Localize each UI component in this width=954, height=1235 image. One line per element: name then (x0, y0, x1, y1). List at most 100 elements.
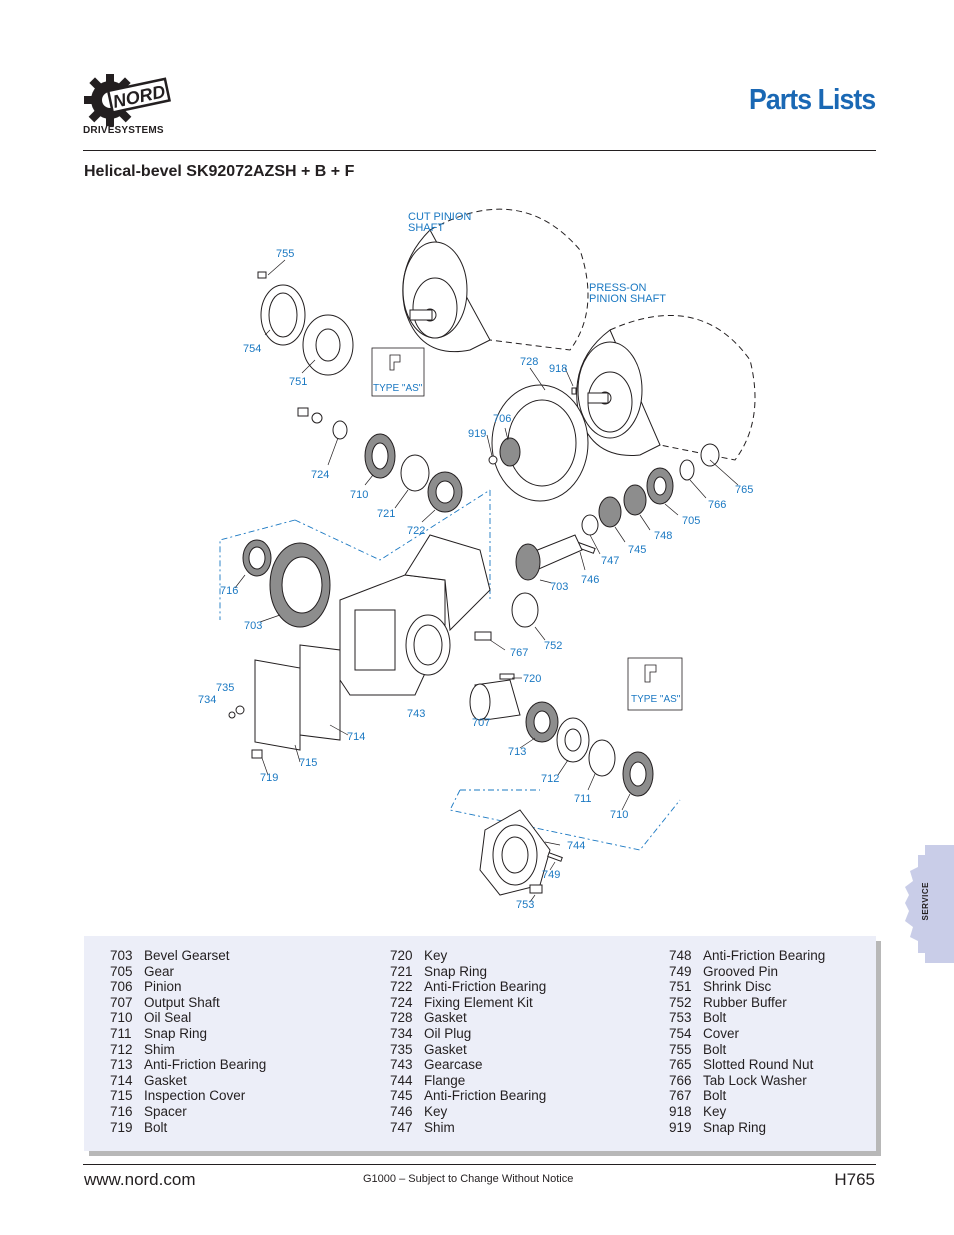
callout-728: 728 (520, 356, 538, 368)
part-number: 728 (390, 1010, 413, 1026)
pinion-706 (499, 437, 521, 467)
callout-755: 755 (276, 248, 294, 260)
callout-745: 745 (628, 544, 646, 556)
part-number: 752 (669, 994, 692, 1010)
type-as-box-2 (627, 657, 683, 711)
part-name: Output Shaft (144, 994, 220, 1010)
label-type-as-1: TYPE "AS" (373, 383, 423, 394)
part-name: Cover (703, 1025, 740, 1041)
part-name: Slotted Round Nut (703, 1057, 814, 1073)
snap-ring-721 (400, 454, 430, 492)
part-name: Pinion (144, 979, 182, 995)
footer-note: G1000 – Subject to Change Without Notice (363, 1173, 574, 1185)
part-number: 720 (390, 948, 413, 963)
exploded-parts-diagram: CUT PINION SHAFT PRESS-ON PINION SHAFT T… (198, 208, 756, 911)
callout-711: 711 (574, 793, 592, 805)
callout-722: 722 (407, 525, 425, 537)
tab-washer-766 (679, 459, 695, 481)
part-number: 716 (110, 1103, 133, 1119)
callout-748: 748 (654, 530, 672, 542)
callout-713: 713 (508, 746, 526, 758)
cover-754 (260, 284, 306, 346)
part-number: 743 (390, 1057, 413, 1073)
part-name: Fixing Element Kit (424, 994, 533, 1010)
part-name: Bolt (703, 1088, 727, 1104)
part-number: 751 (669, 979, 692, 995)
part-name: Flange (424, 1072, 466, 1088)
footer-url[interactable]: www.nord.com (84, 1170, 196, 1189)
callout-752: 752 (544, 640, 562, 652)
bolt-755 (257, 271, 267, 279)
motor-cut-pinion (402, 208, 589, 353)
part-name: Gasket (144, 1072, 187, 1088)
part-number: 749 (669, 963, 692, 979)
gear-705 (646, 467, 674, 505)
part-name: Grooved Pin (703, 963, 779, 979)
page-title: Parts Lists (748, 84, 876, 116)
part-name: Anti-Friction Bearing (144, 1057, 267, 1073)
label-press-on-2: PINION SHAFT (589, 293, 666, 305)
callout-719: 719 (260, 772, 278, 784)
part-name: Key (424, 948, 448, 963)
oil-seal-710-top (364, 433, 396, 479)
callout-706: 706 (493, 413, 511, 425)
grooved-pin-749 (547, 852, 563, 862)
bolt-753 (529, 884, 543, 894)
part-name: Snap Ring (703, 1119, 767, 1135)
callout-746: 746 (581, 574, 599, 586)
callout-707: 707 (472, 717, 490, 729)
section-subtitle: Helical-bevel SK92072AZSH + B + F (84, 163, 355, 180)
bearing-748 (623, 484, 647, 516)
part-number: 747 (390, 1119, 413, 1135)
shim-747 (581, 514, 599, 536)
part-number: 703 (110, 948, 133, 963)
callout-743: 743 (407, 708, 425, 720)
inspection-cover-715 (254, 659, 301, 751)
type-as-box-1 (371, 347, 425, 397)
part-number: 710 (110, 1010, 133, 1026)
oil-seal-710-bottom (622, 751, 654, 797)
service-tab[interactable] (905, 845, 954, 963)
part-number: 767 (669, 1088, 692, 1104)
part-number: 748 (669, 948, 692, 963)
slotted-nut-765 (700, 443, 720, 467)
parts-list-row: 747 Shim (390, 1120, 546, 1136)
part-name: Anti-Friction Bearing (424, 979, 547, 995)
bearing-713 (525, 701, 559, 743)
callout-716: 716 (220, 585, 238, 597)
callout-705: 705 (682, 515, 700, 527)
part-name: Spacer (144, 1103, 187, 1119)
gasket-735 (228, 711, 236, 719)
part-number: 721 (390, 963, 413, 979)
callout-710-bottom: 710 (610, 809, 628, 821)
part-number: 746 (390, 1103, 413, 1119)
label-cut-pinion-1: CUT PINION (408, 211, 471, 223)
part-number: 705 (110, 963, 133, 979)
gear-tab-icon (905, 845, 954, 963)
callout-703-top: 703 (550, 581, 568, 593)
parts-list-row: 716 Spacer (110, 1104, 266, 1120)
part-number: 712 (110, 1041, 133, 1057)
callout-712: 712 (541, 773, 559, 785)
part-name: Shim (424, 1119, 455, 1135)
